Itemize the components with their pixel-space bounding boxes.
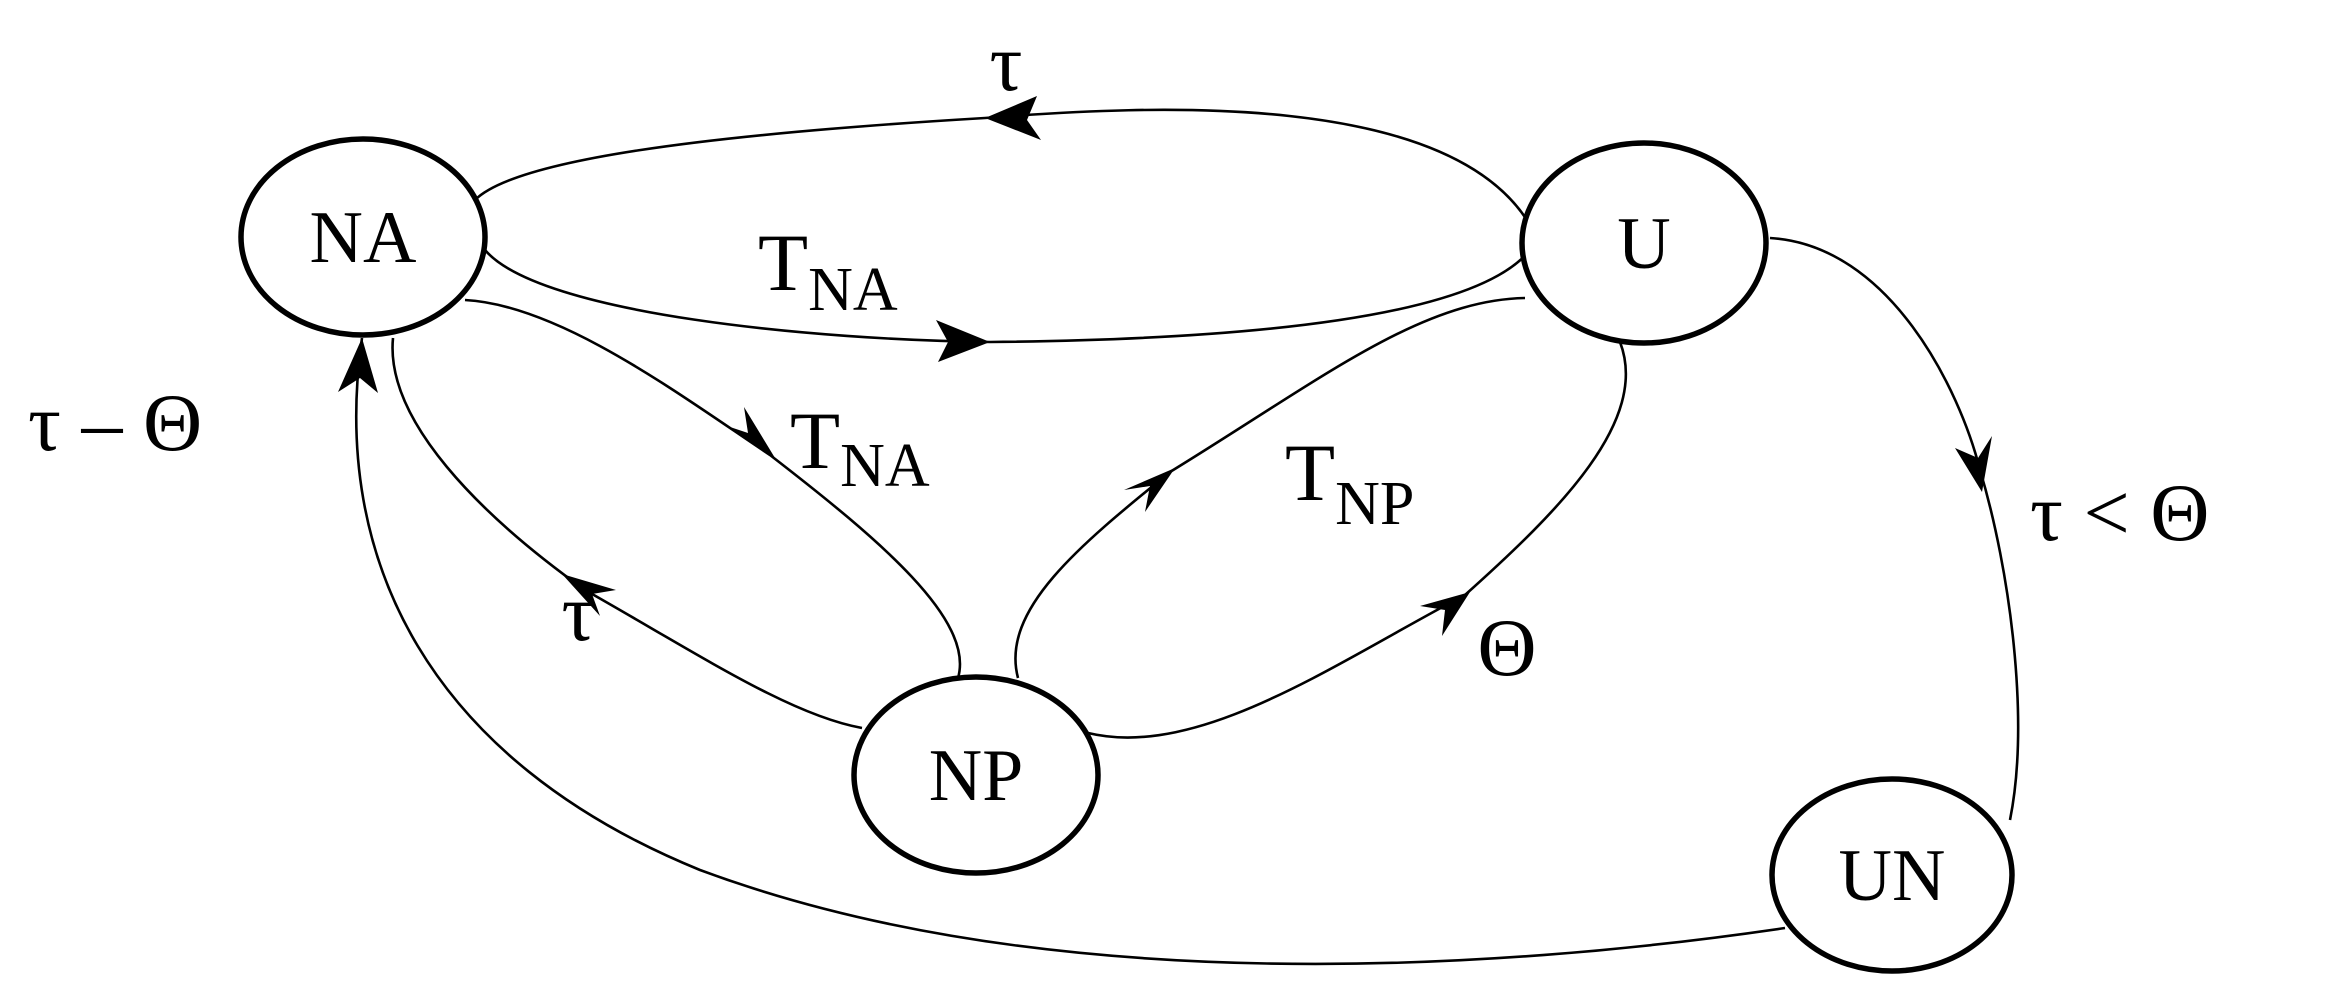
edge-u-to-np bbox=[1087, 341, 1627, 739]
edge-na-to-u bbox=[484, 249, 1532, 344]
edge-u-to-un bbox=[1769, 236, 2020, 821]
label-np-to-u-subscript: NP bbox=[1335, 470, 1414, 538]
state-un-ring bbox=[1769, 776, 2015, 974]
label-np-to-u-symbol: T bbox=[1285, 427, 1335, 518]
label-na-to-u-symbol: T bbox=[758, 217, 808, 308]
arrowhead-un-to-na bbox=[338, 338, 378, 393]
state-u-ring bbox=[1519, 140, 1769, 346]
label-np-to-u: TNP bbox=[1285, 427, 1414, 538]
arrowhead-np-to-u bbox=[1124, 468, 1175, 512]
state-un-label: UN bbox=[1839, 835, 1946, 917]
label-na-to-u: TNA bbox=[758, 217, 898, 324]
transition-labels: τ TNA TNA τ TNP Θ τ < Θ τ – Θ bbox=[28, 17, 2209, 693]
arrowhead-na-to-np bbox=[724, 407, 775, 458]
label-np-to-na: τ bbox=[562, 567, 595, 658]
state-np-label: NP bbox=[929, 735, 1024, 817]
label-na-to-np-subscript: NA bbox=[840, 432, 930, 500]
arrowhead-u-to-np bbox=[1420, 592, 1470, 636]
label-u-to-un: τ < Θ bbox=[2030, 467, 2209, 558]
arrowhead-u-to-un bbox=[1955, 436, 1992, 492]
state-u: U bbox=[1519, 140, 1769, 346]
state-np: NP bbox=[851, 674, 1101, 876]
edge-un-to-na bbox=[355, 337, 1786, 966]
edge-u-to-na bbox=[474, 108, 1532, 226]
state-un: UN bbox=[1769, 776, 2015, 974]
label-u-to-np: Θ bbox=[1477, 602, 1536, 693]
label-na-to-u-subscript: NA bbox=[808, 256, 898, 324]
arrowhead-np-to-na bbox=[562, 574, 616, 616]
label-un-to-na: τ – Θ bbox=[28, 377, 202, 468]
label-u-to-na: τ bbox=[990, 17, 1023, 108]
state-na-ring bbox=[238, 136, 488, 338]
edge-na-to-np bbox=[464, 298, 962, 679]
state-u-label: U bbox=[1617, 203, 1670, 285]
label-na-to-np: TNA bbox=[790, 395, 930, 500]
state-np-ring bbox=[851, 674, 1101, 876]
label-na-to-np-symbol: T bbox=[790, 395, 840, 486]
state-na-label: NA bbox=[310, 197, 417, 279]
arrowhead-na-to-u bbox=[936, 320, 990, 362]
transition-edges bbox=[338, 96, 2020, 966]
arrowhead-u-to-na bbox=[985, 96, 1041, 140]
state-na: NA bbox=[238, 136, 488, 338]
edge-np-to-u bbox=[1014, 296, 1526, 679]
